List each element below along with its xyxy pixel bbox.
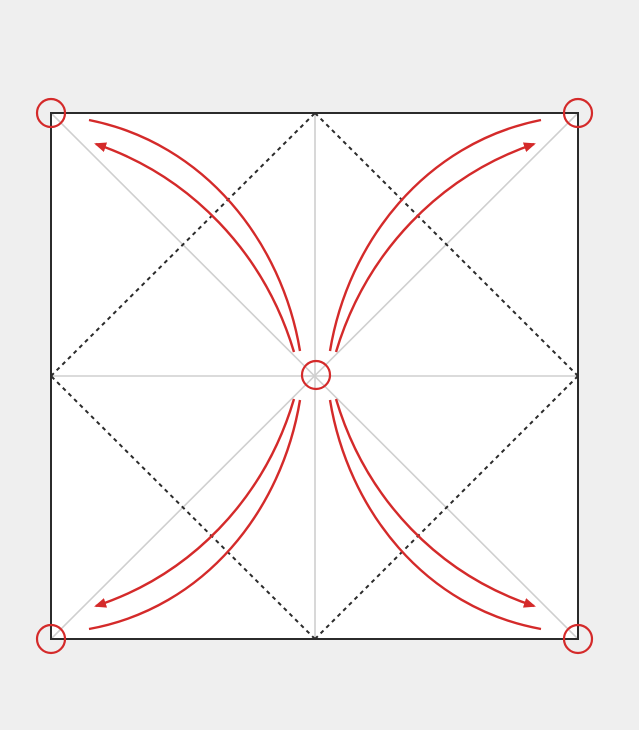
reference-creases [50, 112, 579, 640]
corner-top-left-marker [35, 97, 67, 129]
arrow-to-top-right-tail [328, 118, 542, 352]
paper-border [50, 112, 579, 640]
corner-bottom-right-marker [562, 623, 594, 655]
arrow-to-bottom-right-tail [328, 399, 542, 631]
valley-fold-bottom-left [50, 375, 316, 640]
arrow-to-top-left-tail [88, 118, 302, 352]
valley-fold-top-left [50, 112, 316, 377]
point-markers [35, 97, 594, 655]
valley-fold-bottom-right [314, 375, 579, 640]
arrow-to-top-left [94, 142, 296, 353]
corner-top-right-marker [562, 97, 594, 129]
arrow-to-bottom-right [334, 398, 536, 608]
fold-arrows [88, 118, 542, 631]
valley-fold-top-right [314, 112, 579, 377]
valley-fold-diamond [50, 112, 579, 640]
corner-bottom-left-marker [35, 623, 67, 655]
arrow-to-bottom-left-tail [88, 399, 302, 631]
arrow-to-bottom-left [94, 398, 296, 608]
center-marker [300, 359, 332, 391]
arrow-to-top-right [334, 142, 536, 353]
